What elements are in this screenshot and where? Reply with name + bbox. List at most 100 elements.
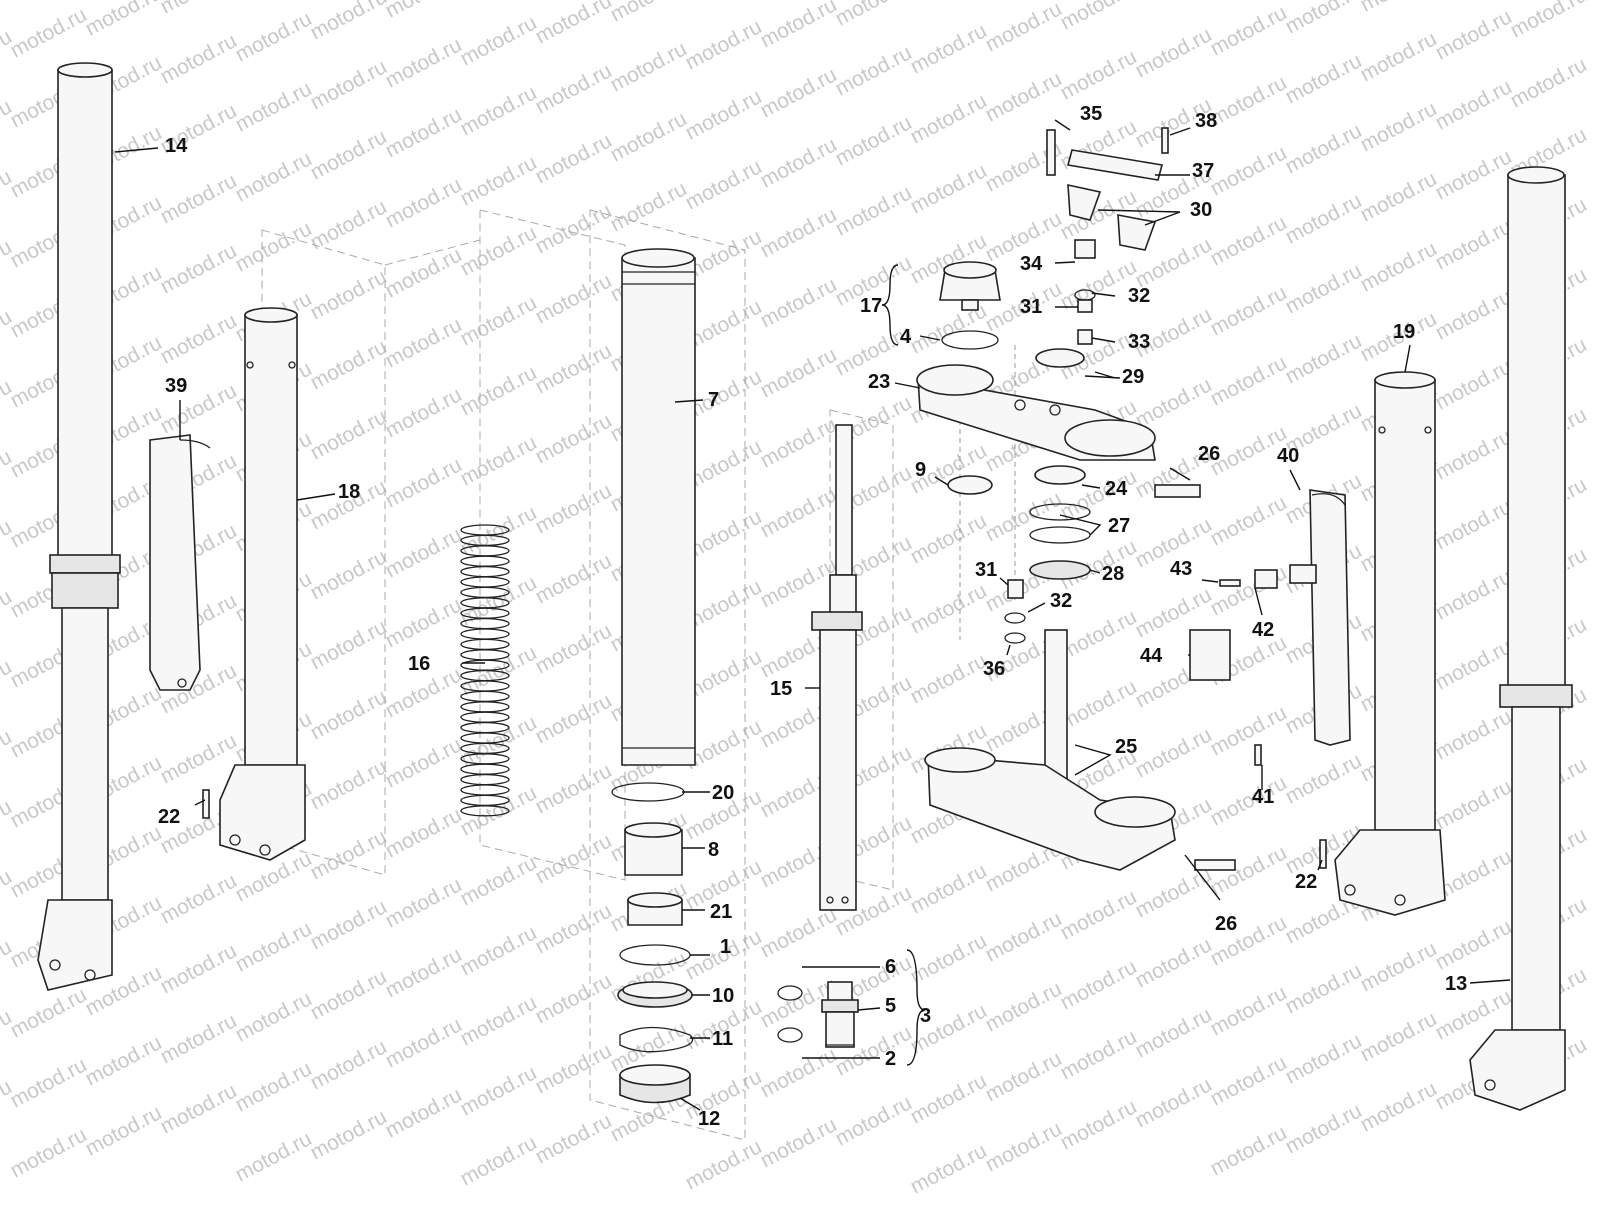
callout-30: 30	[1190, 199, 1212, 221]
watermark-text: motod.ru	[1432, 705, 1516, 764]
watermark-text: motod.ru	[1057, 675, 1141, 734]
callout-16: 16	[408, 653, 430, 675]
watermark-text: motod.ru	[682, 155, 766, 214]
watermark-text: motod.ru	[907, 1069, 991, 1128]
watermark-text: motod.ru	[907, 1139, 991, 1198]
watermark-text: motod.ru	[1282, 329, 1366, 388]
watermark-text: motod.ru	[307, 405, 391, 464]
watermark-text: motod.ru	[382, 313, 466, 372]
watermark-text: motod.ru	[1432, 565, 1516, 624]
watermark-text: motod.ru	[457, 1061, 541, 1120]
watermark-text: motod.ru	[1507, 53, 1591, 112]
watermark-text: motod.ru	[307, 265, 391, 324]
part-bearing-cup	[1035, 348, 1085, 368]
callout-4: 4	[900, 326, 912, 348]
watermark-text: motod.ru	[982, 907, 1066, 966]
watermark-text: motod.ru	[82, 1031, 166, 1090]
watermark-text: motod.ru	[7, 983, 91, 1042]
watermark-text: motod.ru	[532, 1039, 616, 1098]
watermark-text: motod.ru	[1207, 981, 1291, 1040]
watermark-text: motod.ru	[382, 0, 466, 22]
callout-42: 42	[1252, 619, 1274, 641]
watermark-text: motod.ru	[82, 0, 166, 40]
callout-10: 10	[712, 985, 734, 1007]
watermark-text: motod.ru	[1357, 1007, 1441, 1066]
watermark-text: motod.ru	[382, 33, 466, 92]
watermark-text: motod.ru	[907, 929, 991, 988]
watermark-text: motod.ru	[457, 221, 541, 280]
watermark-text: motod.ru	[307, 335, 391, 394]
callout-37: 37	[1192, 160, 1214, 182]
watermark-text: motod.ru	[532, 619, 616, 678]
watermark-text: motod.ru	[157, 239, 241, 298]
callout-labels: 1 2 3 4 5 6 7 8 9 10 11 12 13 14 15 16 1…	[158, 103, 1467, 1130]
callout-27: 27	[1108, 515, 1130, 537]
callout-3: 3	[920, 1005, 931, 1027]
watermark-text: motod.ru	[1432, 425, 1516, 484]
watermark-text: motod.ru	[757, 133, 841, 192]
callout-14: 14	[165, 135, 188, 157]
callout-26-lower: 26	[1215, 913, 1237, 935]
watermark-text: motod.ru	[232, 987, 316, 1046]
watermark-text: motod.ru	[1057, 885, 1141, 944]
watermark-text: motod.ru	[757, 63, 841, 122]
watermark-text: motod.ru	[307, 1105, 391, 1164]
watermark-text: motod.ru	[1282, 749, 1366, 808]
watermark-text: motod.ru	[382, 1083, 466, 1142]
watermark-text: motod.ru	[907, 859, 991, 918]
watermark-text: motod.ru	[757, 203, 841, 262]
watermark-text: motod.ru	[532, 59, 616, 118]
watermark-text: motod.ru	[1132, 1073, 1216, 1132]
callout-20: 20	[712, 782, 734, 804]
watermark-text: motod.ru	[1432, 775, 1516, 834]
watermark-text: motod.ru	[382, 593, 466, 652]
watermark-text: motod.ru	[532, 339, 616, 398]
watermark-text: motod.ru	[982, 1117, 1066, 1176]
callout-28: 28	[1102, 563, 1124, 585]
watermark-text: motod.ru	[1057, 0, 1141, 34]
callout-43: 43	[1170, 558, 1192, 580]
watermark-text: motod.ru	[457, 851, 541, 910]
part-lower-triple-clamp	[924, 629, 1236, 871]
watermark-text: motod.ru	[532, 129, 616, 188]
watermark-text: motod.ru	[1207, 211, 1291, 270]
watermark-text: motod.ru	[1357, 167, 1441, 226]
watermark-text: motod.ru	[7, 3, 91, 62]
watermark-text: motod.ru	[382, 803, 466, 862]
watermark-text: motod.ru	[532, 479, 616, 538]
watermark-text: motod.ru	[907, 89, 991, 148]
watermark-text: motod.ru	[907, 579, 991, 638]
watermark-text: motod.ru	[1207, 491, 1291, 550]
callout-29: 29	[1122, 366, 1144, 388]
watermark-text: motod.ru	[682, 1135, 766, 1194]
watermark-text: motod.ru	[1432, 285, 1516, 344]
watermark-text: motod.ru	[1207, 771, 1291, 830]
watermark-text: motod.ru	[1357, 0, 1441, 16]
watermark-text: motod.ru	[1357, 237, 1441, 296]
watermark-text: motod.ru	[832, 0, 916, 30]
watermark-text: motod.ru	[1432, 215, 1516, 274]
watermark-text: motod.ru	[382, 103, 466, 162]
part-retaining-clip	[619, 1026, 694, 1053]
watermark-text: motod.ru	[532, 829, 616, 888]
watermark-text: motod.ru	[532, 689, 616, 748]
part-top-cap	[939, 261, 1001, 350]
watermark-text: motod.ru	[1432, 495, 1516, 554]
part-hardware-stack	[947, 127, 1201, 644]
watermark-text: motod.ru	[157, 939, 241, 998]
watermark-text: motod.ru	[457, 501, 541, 560]
callout-23: 23	[868, 371, 890, 393]
watermark-text: motod.ru	[532, 199, 616, 258]
watermark-text: motod.ru	[1357, 27, 1441, 86]
watermark-text: motod.ru	[157, 309, 241, 368]
watermark-text: motod.ru	[457, 431, 541, 490]
part-fork-leg-left-assembly	[37, 62, 121, 991]
watermark-text: motod.ru	[532, 549, 616, 608]
watermark-text: motod.ru	[457, 11, 541, 70]
part-stack-seals	[611, 782, 694, 1104]
watermark-text: motod.ru	[532, 409, 616, 468]
watermark-text: motod.ru	[382, 173, 466, 232]
watermark-text: motod.ru	[757, 0, 841, 52]
part-axle-bolts	[202, 789, 1327, 869]
